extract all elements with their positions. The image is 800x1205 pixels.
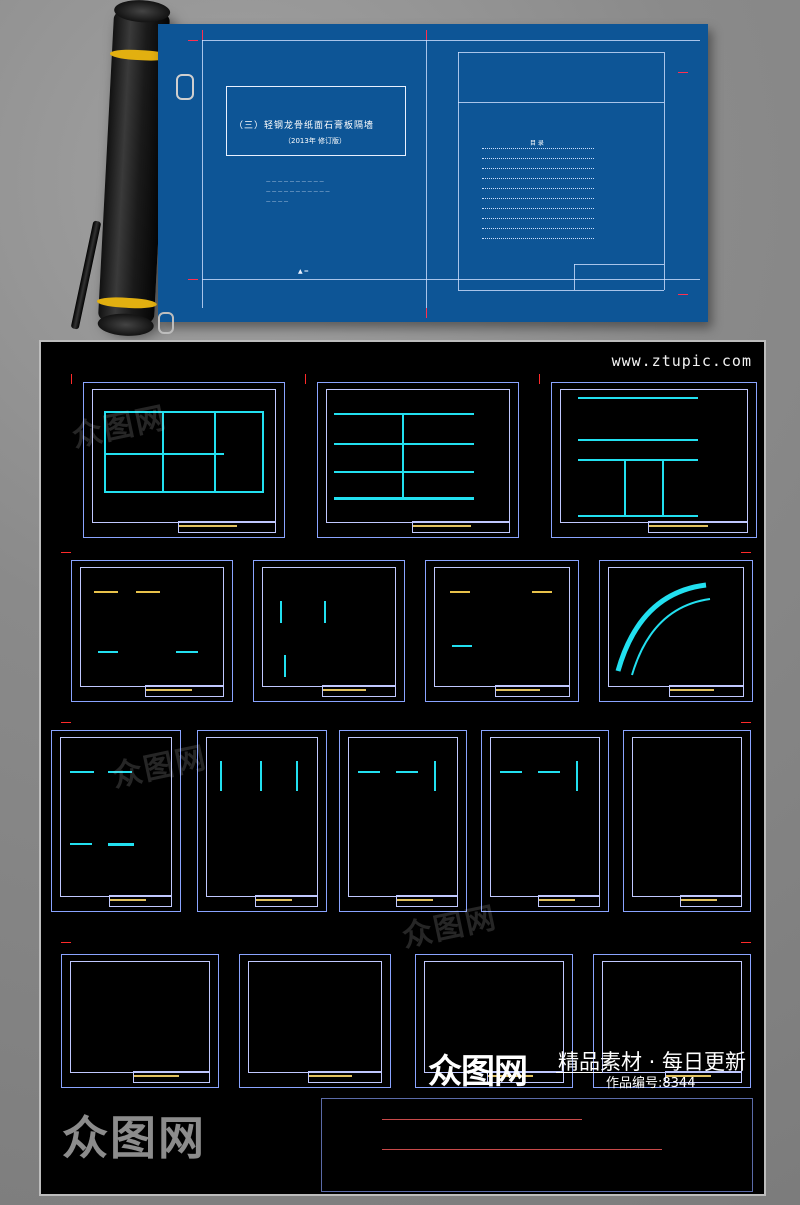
drawing-frame-detail: [197, 730, 327, 912]
blueprint-sheet: （三）轻钢龙骨纸面石膏板隔墙 （2013年 修订版） — — — — — — —…: [158, 24, 708, 322]
toc-row: [482, 228, 594, 230]
cover-logo-icon: ▲ ═: [298, 268, 309, 275]
toc-row: [482, 238, 594, 240]
drawing-frame-grid: [61, 954, 219, 1088]
clip-icon: [158, 312, 174, 334]
drawing-strip: [321, 1098, 753, 1192]
drawing-frame-detail: [51, 730, 181, 912]
drawing-frame-detail: [481, 730, 609, 912]
promo-divider: [556, 1072, 602, 1073]
drawing-frame-section: [551, 382, 757, 538]
promo-slogan: 精品素材 · 每日更新: [558, 1050, 747, 1074]
promo-work-id: 作品编号:8344: [606, 1076, 696, 1091]
toc-row: [482, 188, 594, 190]
drawing-frame-detail: [425, 560, 579, 702]
toc-title: 目 录: [530, 140, 544, 147]
toc-row: [482, 158, 594, 160]
promo-banner: 众图网 精品素材 · 每日更新 作品编号:8344: [428, 1042, 788, 1092]
watermark-logo: 众图网: [62, 1111, 206, 1165]
roll-cap: [113, 0, 171, 24]
cover-meta-line: — — — — — — — — — —: [266, 180, 324, 185]
drawing-frame-detail: [339, 730, 467, 912]
toc-row: [482, 218, 594, 220]
promo-logo: 众图网: [428, 1052, 528, 1092]
toc-row: [482, 178, 594, 180]
toc-row: [482, 148, 594, 150]
cover-subtitle: （2013年 修订版）: [284, 137, 347, 145]
cover-title: （三）轻钢龙骨纸面石膏板隔墙: [234, 121, 375, 131]
toc-row: [482, 208, 594, 210]
site-url: www.ztupic.com: [611, 352, 752, 370]
drawing-frame-grid: [593, 954, 751, 1088]
drawing-frame-grid: [415, 954, 573, 1088]
drawing-frame-elevation: [317, 382, 519, 538]
drawing-frame-detail: [253, 560, 405, 702]
cover-title-box: [226, 86, 406, 156]
drawing-frame-floor-plan: [83, 382, 285, 538]
cover-meta-line: — — — —: [266, 200, 289, 205]
cad-drawing-sheet: www.ztupic.com: [39, 340, 766, 1196]
drawing-frame-curved-wall: [599, 560, 753, 702]
cover-meta-line: — — — — — — — — — — —: [266, 190, 330, 195]
clip-icon: [176, 74, 194, 100]
drawing-frame-empty: [623, 730, 751, 912]
toc-row: [482, 168, 594, 170]
drawing-frame-detail: [71, 560, 233, 702]
drawing-frame-grid: [239, 954, 391, 1088]
roll-band: [96, 296, 158, 310]
toc-row: [482, 198, 594, 200]
